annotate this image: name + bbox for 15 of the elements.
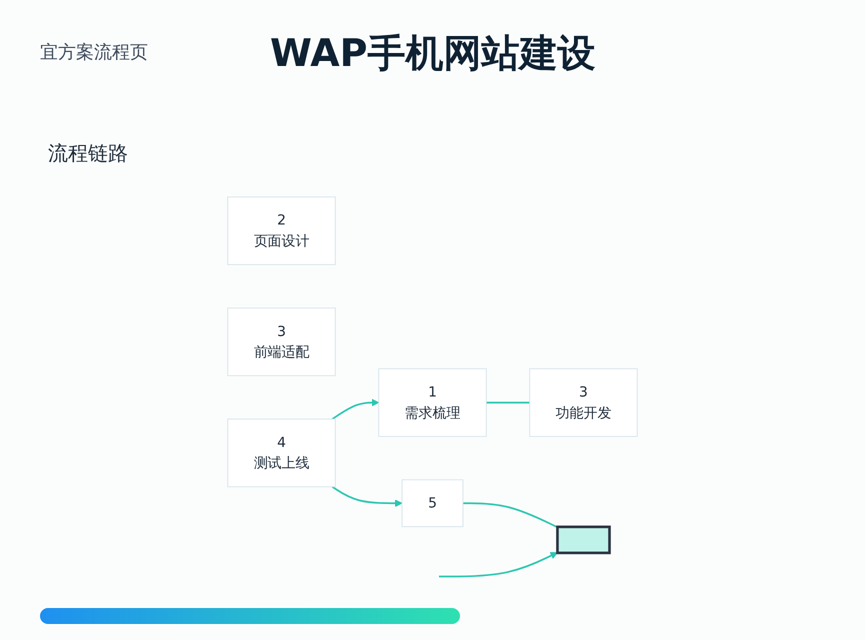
node-box: 5 <box>402 479 464 528</box>
node-box: 2 页面设计 <box>227 196 336 266</box>
header-text: 宜方案流程页 <box>40 41 148 64</box>
arrow <box>332 398 380 420</box>
section-heading: 流程链路 <box>48 140 128 167</box>
connector <box>462 502 558 528</box>
node-box <box>556 526 611 554</box>
connector <box>486 402 530 404</box>
page-title: WAP手机网站建设 <box>270 30 596 77</box>
node-box: 3 功能开发 <box>529 368 638 437</box>
arrow <box>439 552 558 578</box>
arrow <box>332 486 402 508</box>
node-box: 3 前端适配 <box>227 308 336 376</box>
node-box: 1 需求梳理 <box>378 368 487 437</box>
node-box: 4 测试上线 <box>227 418 336 488</box>
